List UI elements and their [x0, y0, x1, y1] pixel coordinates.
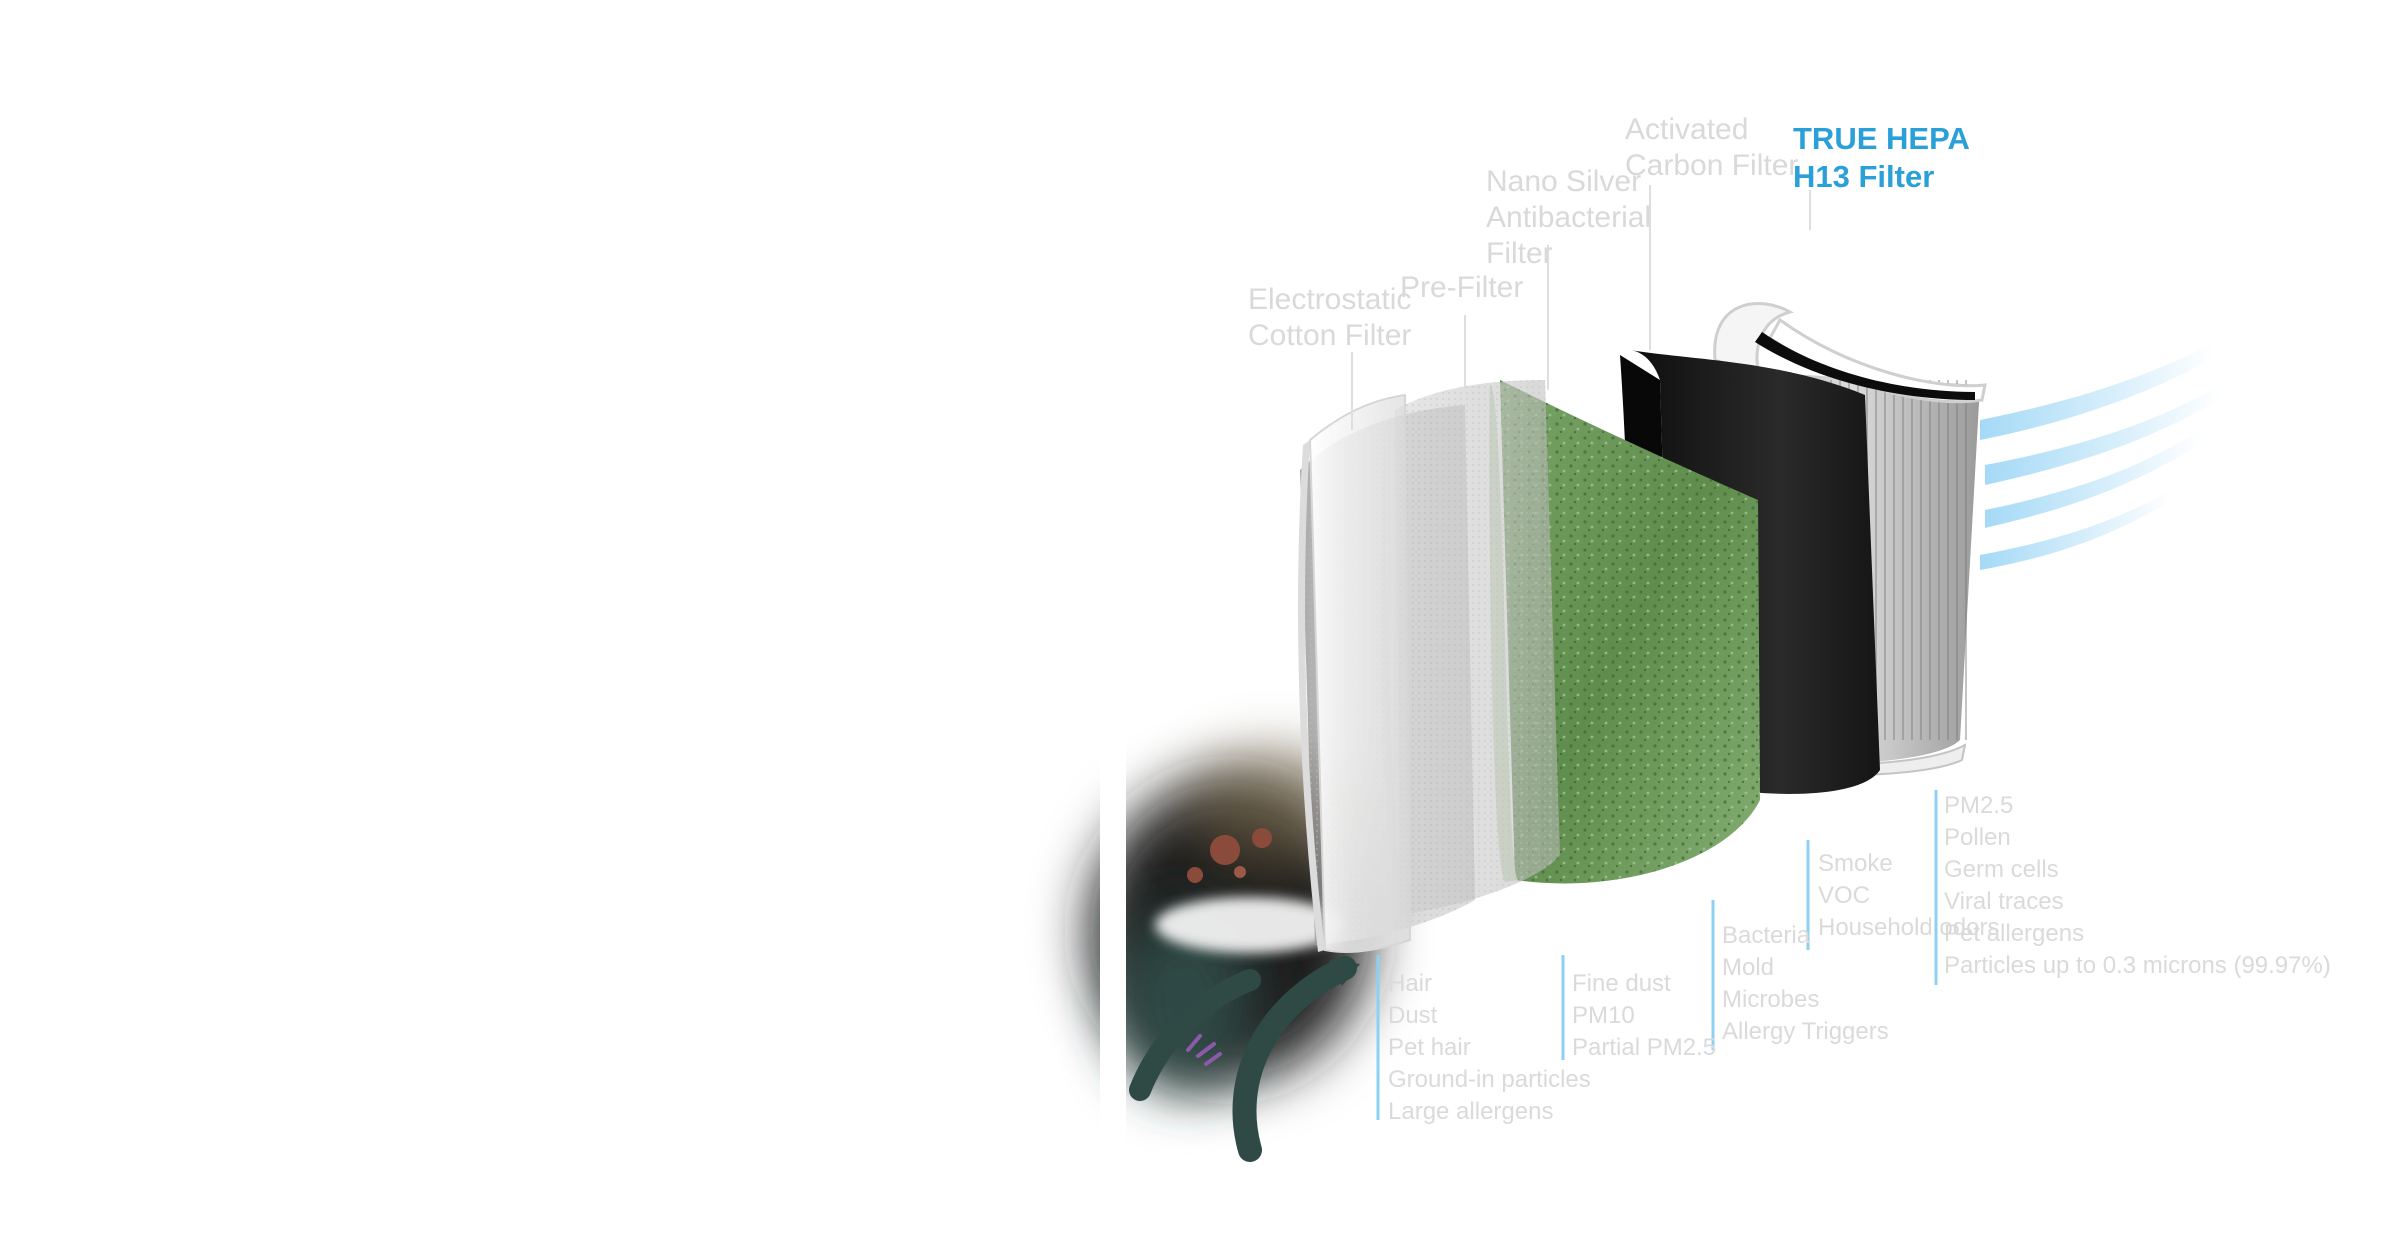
capture-item: VOC [1818, 882, 1871, 909]
true-hepa-h13-filter-label: TRUE HEPA H13 Filter [1793, 121, 1970, 194]
activated-carbon-filter-label: Activated Carbon Filter [1625, 113, 1799, 182]
capture-item: Particles up to 0.3 microns (99.97%) [1944, 952, 2331, 979]
capture-item: Bacteria [1722, 922, 1811, 949]
capture-item: Smoke [1818, 850, 1893, 877]
label-leader-lines [1351, 185, 1811, 430]
capture-item: Microbes [1722, 986, 1820, 1013]
pre-filter-label: Pre-Filter [1400, 271, 1524, 304]
electrostatic-cotton-filter-label: Electrostatic Cotton Filter [1248, 283, 1412, 352]
pollutant-hair [1129, 956, 1360, 1162]
capture-item: Partial PM2.5 [1572, 1034, 1717, 1061]
capture-item: PM2.5 [1944, 792, 2014, 819]
capture-item: PM10 [1572, 1002, 1635, 1029]
clean-airflow [1980, 345, 2222, 570]
capture-item: Large allergens [1388, 1098, 1554, 1125]
capture-item: Mold [1722, 954, 1775, 981]
true-hepa-h13-captures: PM2.5 Pollen Germ cells Viral traces Pet… [1944, 790, 2331, 982]
pollen-particles [1187, 828, 1272, 883]
capture-item: Fine dust [1572, 970, 1671, 997]
capture-item: Viral traces [1944, 888, 2064, 915]
mite-particle [1186, 1034, 1222, 1066]
electrostatic-cotton-captures: Hair Dust Pet hair Ground-in particles L… [1388, 968, 1591, 1128]
capture-item: Pet hair [1388, 1034, 1471, 1061]
capture-item: Pet allergens [1944, 920, 2085, 947]
capture-item: Allergy Triggers [1722, 1018, 1889, 1045]
capture-item: Pollen [1944, 824, 2011, 851]
capture-list-markers [1376, 790, 1938, 1120]
capture-item: Germ cells [1944, 856, 2059, 883]
pre-filter-captures: Fine dust PM10 Partial PM2.5 [1572, 968, 1716, 1064]
capture-item: Ground-in particles [1388, 1066, 1591, 1093]
capture-item: Dust [1388, 1002, 1438, 1029]
capture-item: Hair [1388, 970, 1433, 997]
nano-silver-captures: Bacteria Mold Microbes Allergy Triggers [1722, 920, 1889, 1048]
nano-silver-filter-label: Nano Silver Antibacterial Filter [1486, 165, 1652, 270]
electrostatic-cotton-filter-layer [1298, 393, 1412, 953]
capture-item: Household odors [1818, 914, 2000, 941]
activated-carbon-captures: Smoke VOC Household odors [1818, 848, 1999, 944]
